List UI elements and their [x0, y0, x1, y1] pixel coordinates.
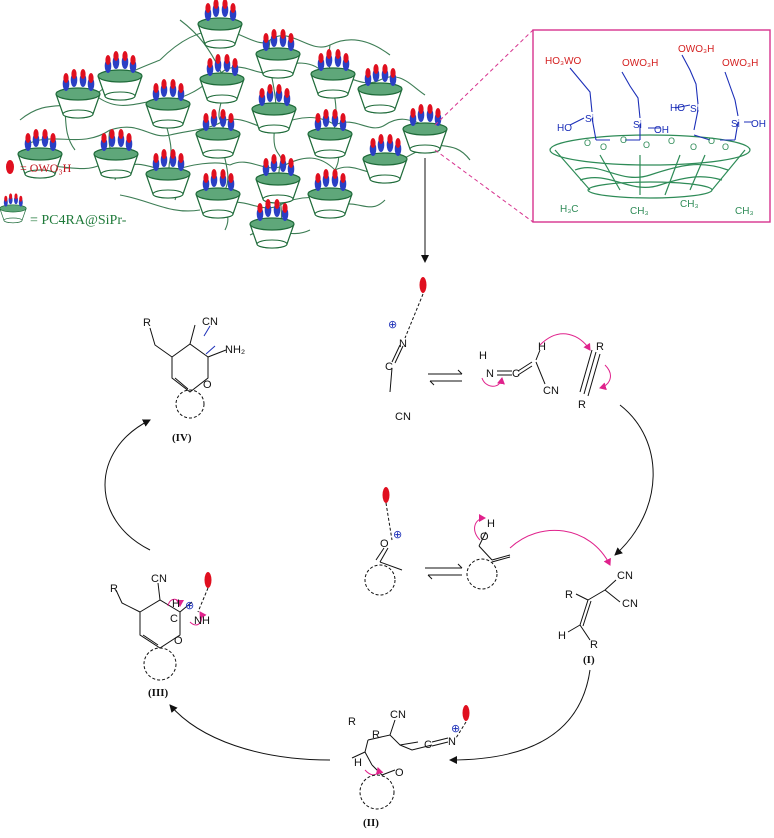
- intermediate-i: [567, 579, 621, 641]
- i-r1: R: [565, 589, 573, 601]
- ketenimine-cn: CN: [543, 385, 559, 397]
- nitrile-cn: CN: [395, 411, 411, 423]
- enol-o: O: [480, 531, 489, 543]
- legend-owo3h-text: = OWO₃H: [20, 161, 72, 175]
- catalyst-marker-4-icon: [462, 705, 470, 721]
- inset-si-4: Si: [731, 119, 740, 130]
- iii-cn: CN: [151, 573, 167, 585]
- inset-si-3: Si: [690, 104, 699, 115]
- iv-nh2: NH₂: [225, 344, 245, 356]
- alkyne-r2: R: [578, 399, 586, 411]
- inset-hydroxyl-4: OH: [751, 119, 766, 130]
- inset-methyl-1: H₃C: [560, 204, 579, 215]
- nitrile-plus: ⊕: [388, 319, 397, 331]
- product-iv: [149, 324, 227, 419]
- inset-frame: [532, 29, 771, 223]
- catalyst-cup-icon: [0, 193, 27, 224]
- inset-o-6: O: [690, 142, 697, 152]
- polymer-network: [17, 0, 471, 249]
- inset-si-1: Si: [585, 114, 594, 125]
- catalyst-marker-3-icon: [204, 572, 212, 588]
- iv-o: O: [203, 379, 212, 391]
- inset-si-2: Si: [633, 120, 642, 131]
- inset-methyl-2: CH₃: [630, 206, 649, 217]
- inset-o-5: O: [668, 136, 675, 146]
- i-h: H: [558, 630, 566, 642]
- legend-catalyst-text: = PC4RA@SiPr-: [30, 213, 127, 228]
- i-label: (I): [583, 654, 595, 666]
- inset-o-1: O: [584, 138, 591, 148]
- zoom-line-bottom: [434, 149, 534, 223]
- inset-hydroxyl-1: HO: [557, 123, 572, 134]
- equilibrium-arrow-2: [425, 563, 463, 580]
- alkyne: [579, 349, 611, 397]
- legend: = OWO₃H = PC4RA@SiPr-: [0, 160, 127, 228]
- ii-o: O: [395, 767, 404, 779]
- owo3h-marker-icon: [6, 160, 14, 174]
- inset-group-2: OWO₃H: [622, 58, 658, 69]
- i-cn2: CN: [622, 598, 638, 610]
- catalyst-marker-1-icon: [419, 277, 427, 293]
- iii-r: R: [110, 583, 118, 595]
- iii-o: O: [174, 635, 183, 647]
- ii-c: C: [424, 739, 432, 751]
- enol: [466, 514, 611, 590]
- zoom-line-top: [434, 29, 534, 126]
- iii-plus: ⊕: [185, 600, 194, 612]
- iv-label: (IV): [172, 432, 192, 444]
- nitrile-n: N: [399, 338, 407, 350]
- iii-nh: NH: [194, 615, 210, 627]
- carbonyl-plus: ⊕: [393, 529, 402, 541]
- nitrile-c: C: [385, 361, 393, 373]
- carbonyl-o: O: [380, 538, 389, 550]
- inset-o-4: O: [643, 140, 650, 150]
- iii-label: (III): [148, 687, 169, 699]
- inset-group-4: OWO₃H: [722, 58, 758, 69]
- inset-methyl-4: CH₃: [735, 206, 754, 217]
- ketenimine-h2: H: [538, 341, 546, 353]
- intermediate-iii: [115, 582, 209, 681]
- ii-h: H: [354, 757, 362, 769]
- alkyne-r1: R: [596, 341, 604, 353]
- inset-o-2: O: [600, 142, 607, 152]
- inset-o-7: O: [708, 136, 715, 146]
- cycle-arrow-bottom-left: [169, 704, 331, 761]
- inset-methyl-3: CH₃: [680, 199, 699, 210]
- inset-group-1: HO₃WO: [545, 56, 582, 67]
- inset-o-3: O: [620, 135, 627, 145]
- iv-r: R: [143, 317, 151, 329]
- ii-r1: R: [348, 716, 356, 728]
- ii-r2: R: [372, 729, 380, 741]
- cycle-arrow-right: [614, 404, 654, 556]
- intermediate-ii: [351, 719, 467, 810]
- nitrile-complex: [389, 293, 424, 393]
- inset-o-8: O: [722, 142, 729, 152]
- ii-label: (II): [363, 817, 379, 829]
- ketenimine-c: C: [512, 368, 520, 380]
- cycle-arrow-bottom-right: [449, 669, 591, 764]
- i-cn1: CN: [617, 570, 633, 582]
- iii-h: H: [172, 598, 180, 610]
- inset-group-3: OWO₃H: [678, 44, 714, 55]
- ketenimine: [481, 333, 591, 387]
- ii-plus: ⊕: [451, 723, 460, 735]
- inset-hydroxyl-3: HO: [670, 103, 685, 114]
- i-r2: R: [590, 639, 598, 651]
- catalyst-marker-2-icon: [382, 487, 390, 503]
- ii-cn: CN: [390, 709, 406, 721]
- inset-hydroxyl-2: OH: [654, 125, 669, 136]
- iv-cn: CN: [202, 316, 218, 328]
- catalyst-inset: HO₃WO OWO₃H OWO₃H OWO₃H Si Si Si Si HO O…: [532, 29, 771, 223]
- ketenimine-h: H: [479, 350, 487, 362]
- ketenimine-n: N: [486, 368, 494, 380]
- iii-c: C: [170, 613, 178, 625]
- carbonyl-complex: [364, 502, 403, 596]
- equilibrium-arrow-1: [428, 369, 463, 386]
- cycle-arrow-left: [104, 419, 151, 551]
- enol-h: H: [487, 518, 495, 530]
- ii-n: N: [448, 736, 456, 748]
